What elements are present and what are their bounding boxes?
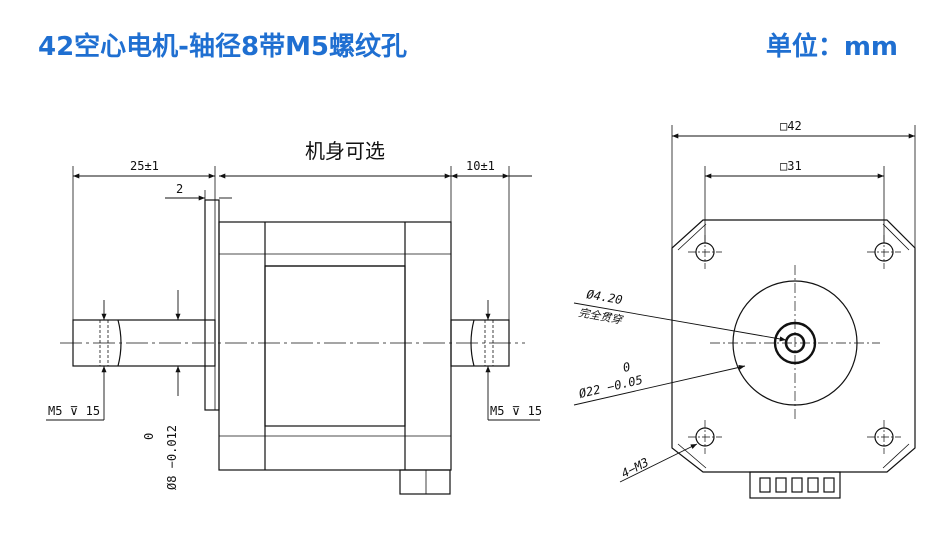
mount-holes-label: 4−M3: [619, 455, 651, 481]
dim-left-shaft: 25±1: [130, 159, 159, 173]
thread-left: M5 ⊽ 15: [48, 404, 100, 418]
rear-connector: [399, 469, 451, 495]
dim-right-shaft: 10±1: [466, 159, 495, 173]
motor-body: [218, 221, 452, 471]
unit-label: 单位：mm: [765, 32, 898, 62]
thread-right: M5 ⊽ 15: [490, 404, 542, 418]
body-length-label: 机身可选: [305, 139, 385, 163]
bore-note: 完全贯穿: [577, 306, 625, 327]
dim-outer: □42: [780, 119, 802, 133]
bore-dia: Ø4.20: [585, 287, 623, 307]
boss-tol-upper: 0: [622, 360, 632, 375]
side-view-labels: 机身可选 25±1 10±1 2 M5 ⊽ 15 M5 ⊽ 15 0 Ø8 −0…: [48, 139, 542, 490]
side-view: [46, 166, 540, 495]
shaft-tol-upper: 0: [142, 433, 156, 440]
front-outline: [671, 219, 916, 473]
dim-flange: 2: [176, 182, 183, 196]
front-connector: [749, 471, 841, 499]
front-flange: [204, 199, 220, 411]
shaft-dia: Ø8 −0.012: [165, 425, 179, 490]
page-title: 42空心电机-轴径8带M5螺纹孔: [38, 32, 408, 62]
front-view-labels: □42 □31 Ø4.20 完全贯穿 0 Ø22 −0.05 4−M3: [577, 119, 801, 481]
right-shaft: [450, 319, 510, 367]
dim-holes: □31: [780, 159, 802, 173]
front-view: [573, 125, 916, 499]
